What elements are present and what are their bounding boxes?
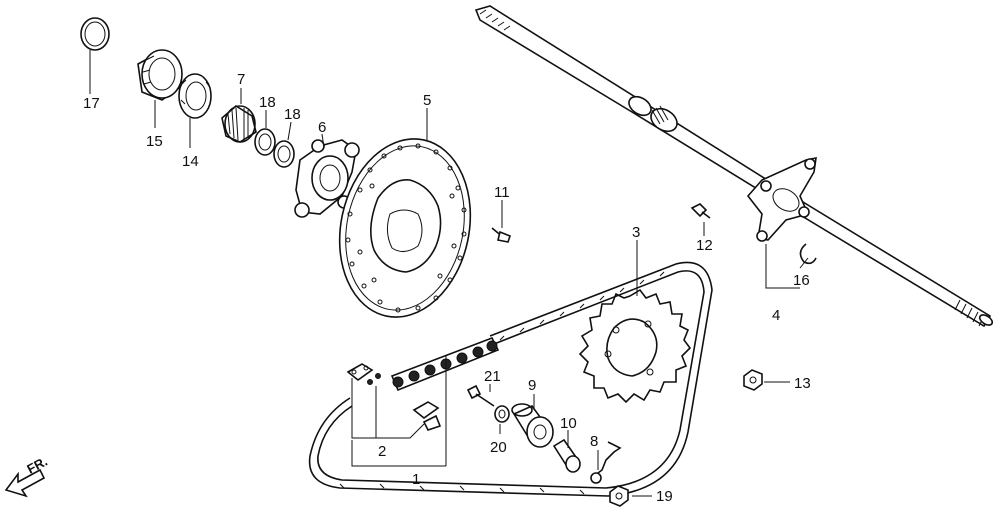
callout-21: 21 [484, 368, 501, 385]
part-19-flange-nut [609, 485, 629, 507]
callout-18b: 18 [284, 106, 301, 123]
callout-19: 19 [656, 488, 673, 505]
callout-17: 17 [83, 95, 100, 112]
callout-2: 2 [378, 443, 386, 460]
callout-4: 4 [772, 307, 780, 324]
callout-13: 13 [794, 375, 811, 392]
part-2-master-link [346, 363, 442, 431]
part-16-snap-clip [799, 243, 817, 265]
callout-15: 15 [146, 133, 163, 150]
part-9-chain-roller [511, 403, 554, 448]
callout-14: 14 [182, 153, 199, 170]
part-5-brake-disc [338, 138, 472, 318]
part-15-bearing-holder [137, 49, 183, 101]
part-11-bolt [491, 227, 511, 243]
front-label: FR. [24, 454, 50, 477]
callout-11: 11 [494, 184, 510, 201]
part-4-rear-axle [474, 5, 994, 328]
part-14-lock-nut [178, 73, 212, 119]
part-12-bolt [690, 203, 711, 219]
part-4-axle-flange [746, 156, 817, 242]
part-17-circlip [80, 17, 110, 51]
callout-1: 1 [412, 471, 420, 488]
leader-lines [89, 50, 809, 497]
callout-16: 16 [793, 272, 810, 289]
callout-labels: 17 15 14 7 18 18 6 5 11 12 3 16 4 13 21 … [83, 71, 811, 505]
part-21-bolt [466, 384, 495, 407]
part-7-needle-bearing [221, 105, 257, 143]
callout-5: 5 [423, 92, 431, 109]
callout-10: 10 [560, 415, 577, 432]
part-20-washer [494, 405, 510, 423]
callout-12: 12 [696, 237, 713, 254]
part-3-sprocket [578, 288, 692, 404]
callout-3: 3 [632, 224, 640, 241]
part-8-bracket [590, 441, 622, 484]
front-direction-arrow: FR. [4, 454, 50, 498]
callout-9: 9 [528, 377, 536, 394]
part-13-nut [743, 369, 763, 391]
callout-18a: 18 [259, 94, 276, 111]
callout-7: 7 [237, 71, 245, 88]
callout-8: 8 [590, 433, 598, 450]
callout-6: 6 [318, 119, 326, 136]
callout-20: 20 [490, 439, 507, 456]
chain-link-section [390, 336, 500, 392]
part-10-collar [552, 438, 581, 473]
part-18-seal-b [273, 140, 295, 168]
disc-vent-holes [345, 143, 467, 313]
part-18-seal-a [254, 128, 276, 156]
